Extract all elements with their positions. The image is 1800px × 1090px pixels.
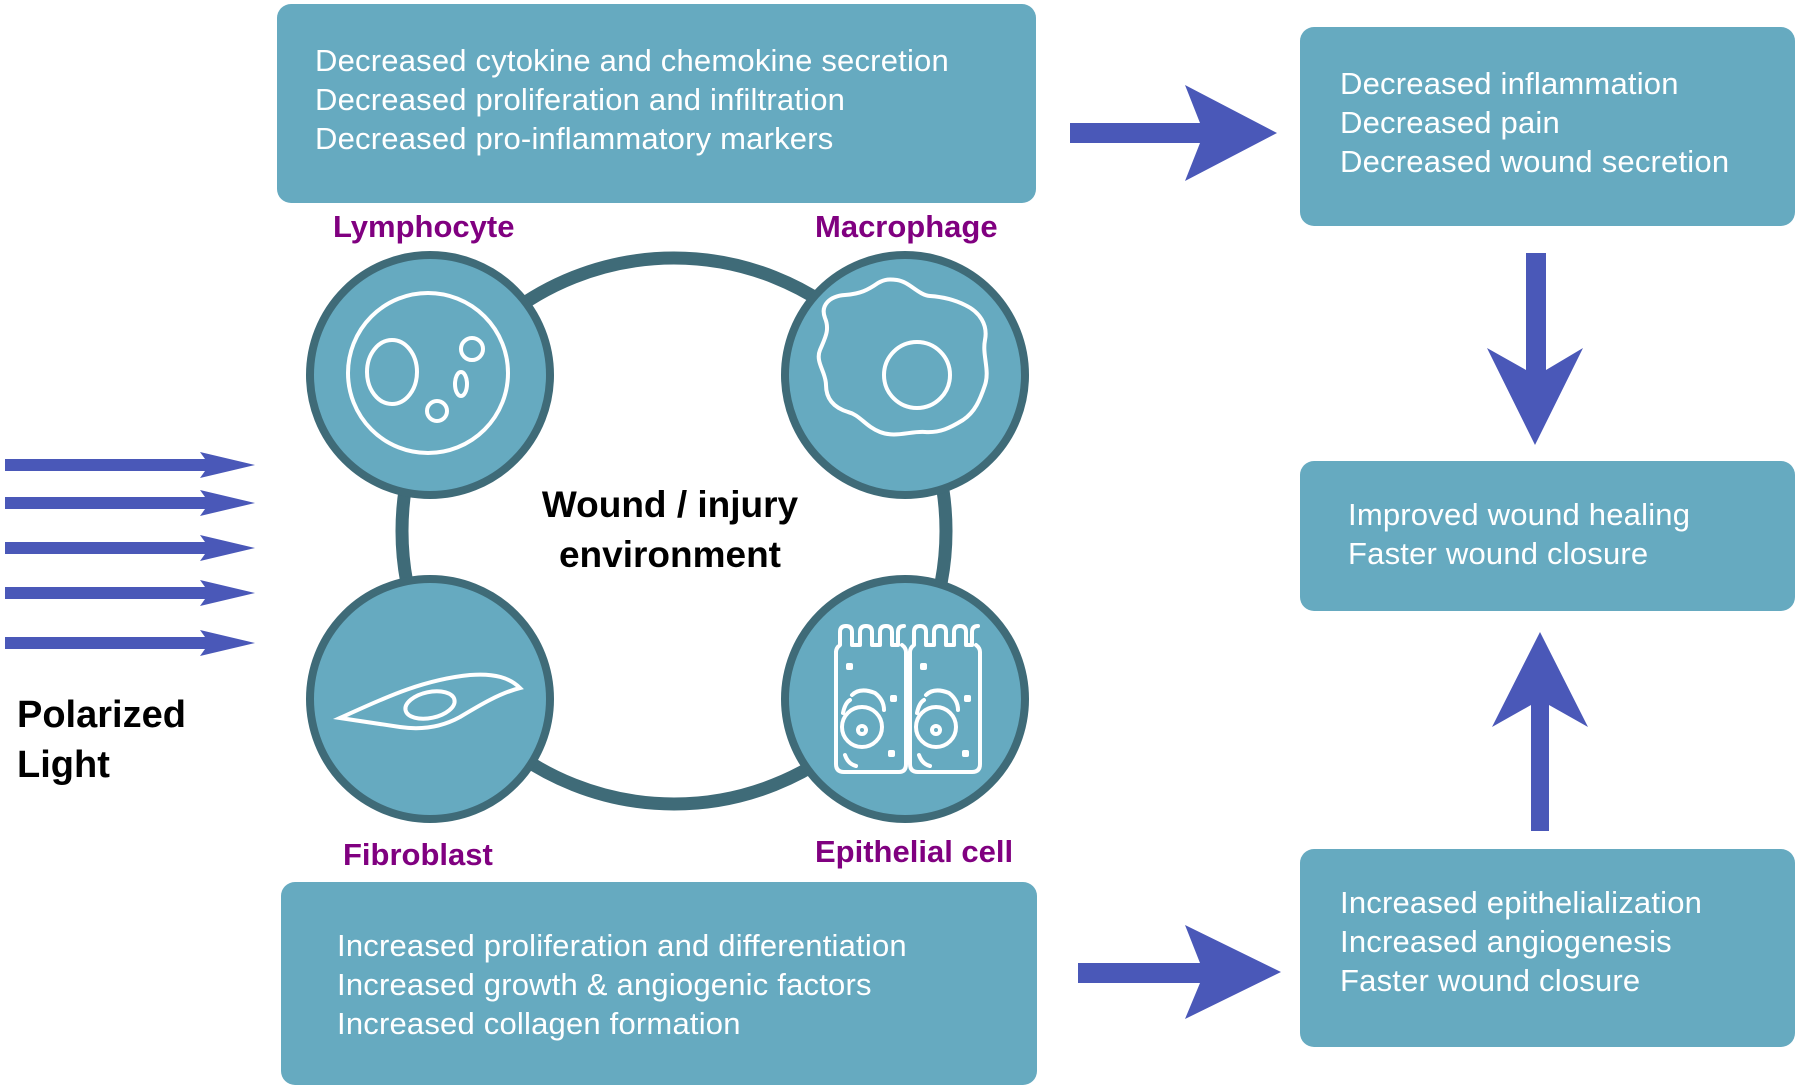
fibroblast-label: Fibroblast	[343, 837, 493, 872]
box-line: Faster wound closure	[1340, 963, 1641, 998]
wound-environment-line2: environment	[558, 534, 782, 575]
light-ray-arrow-icon	[5, 580, 255, 606]
lymphocyte-label: Lymphocyte	[333, 209, 515, 244]
arrow-right-icon	[1078, 925, 1281, 1019]
box-line: Decreased wound secretion	[1340, 144, 1730, 179]
box-line: Increased collagen formation	[337, 1006, 741, 1041]
polarized-light-line2: Light	[17, 744, 110, 786]
light-ray-arrow-icon	[5, 630, 255, 656]
light-ray-arrow-icon	[5, 535, 255, 561]
epithelial-cell-label: Epithelial cell	[815, 834, 1014, 869]
box-line: Increased epithelialization	[1340, 885, 1703, 920]
box-line: Decreased inflammation	[1340, 66, 1679, 101]
arrow-up-icon	[1492, 632, 1588, 831]
lymphocyte-icon	[306, 251, 554, 499]
macrophage-icon	[781, 251, 1029, 499]
box-line: Decreased pain	[1340, 105, 1560, 140]
light-ray-arrow-icon	[5, 490, 255, 516]
box-line: Decreased proliferation and infiltration	[315, 82, 846, 117]
box-line: Decreased pro-inflammatory markers	[315, 121, 834, 156]
wound-environment-line1: Wound / injury	[541, 484, 799, 525]
box-line: Increased proliferation and differentiat…	[337, 928, 907, 963]
polarized-light-label: Polarized Light	[17, 690, 186, 790]
epithelial-cell-icon	[781, 575, 1029, 823]
box-line: Improved wound healing	[1348, 497, 1691, 532]
wound-environment-label: Wound / injury environment	[520, 480, 820, 580]
macrophage-label: Macrophage	[815, 209, 998, 244]
repair-outcome-box: Increased epithelialization Increased an…	[1300, 849, 1795, 1047]
tissue-effects-box: Increased proliferation and differentiat…	[281, 882, 1037, 1085]
healing-outcome-box: Improved wound healing Faster wound clos…	[1300, 461, 1795, 611]
fibroblast-icon	[306, 575, 554, 823]
arrow-down-icon	[1487, 253, 1583, 445]
immune-effects-box: Decreased cytokine and chemokine secreti…	[277, 4, 1036, 203]
light-ray-arrow-icon	[5, 452, 255, 478]
box-line: Decreased cytokine and chemokine secreti…	[315, 43, 949, 78]
polarized-light-rays	[5, 452, 255, 656]
box-line: Increased growth & angiogenic factors	[337, 967, 872, 1002]
box-line: Faster wound closure	[1348, 536, 1649, 571]
box-line: Increased angiogenesis	[1340, 924, 1672, 959]
polarized-light-line1: Polarized	[17, 694, 186, 736]
arrow-right-icon	[1070, 85, 1277, 181]
inflammation-outcome-box: Decreased inflammation Decreased pain De…	[1300, 27, 1795, 226]
